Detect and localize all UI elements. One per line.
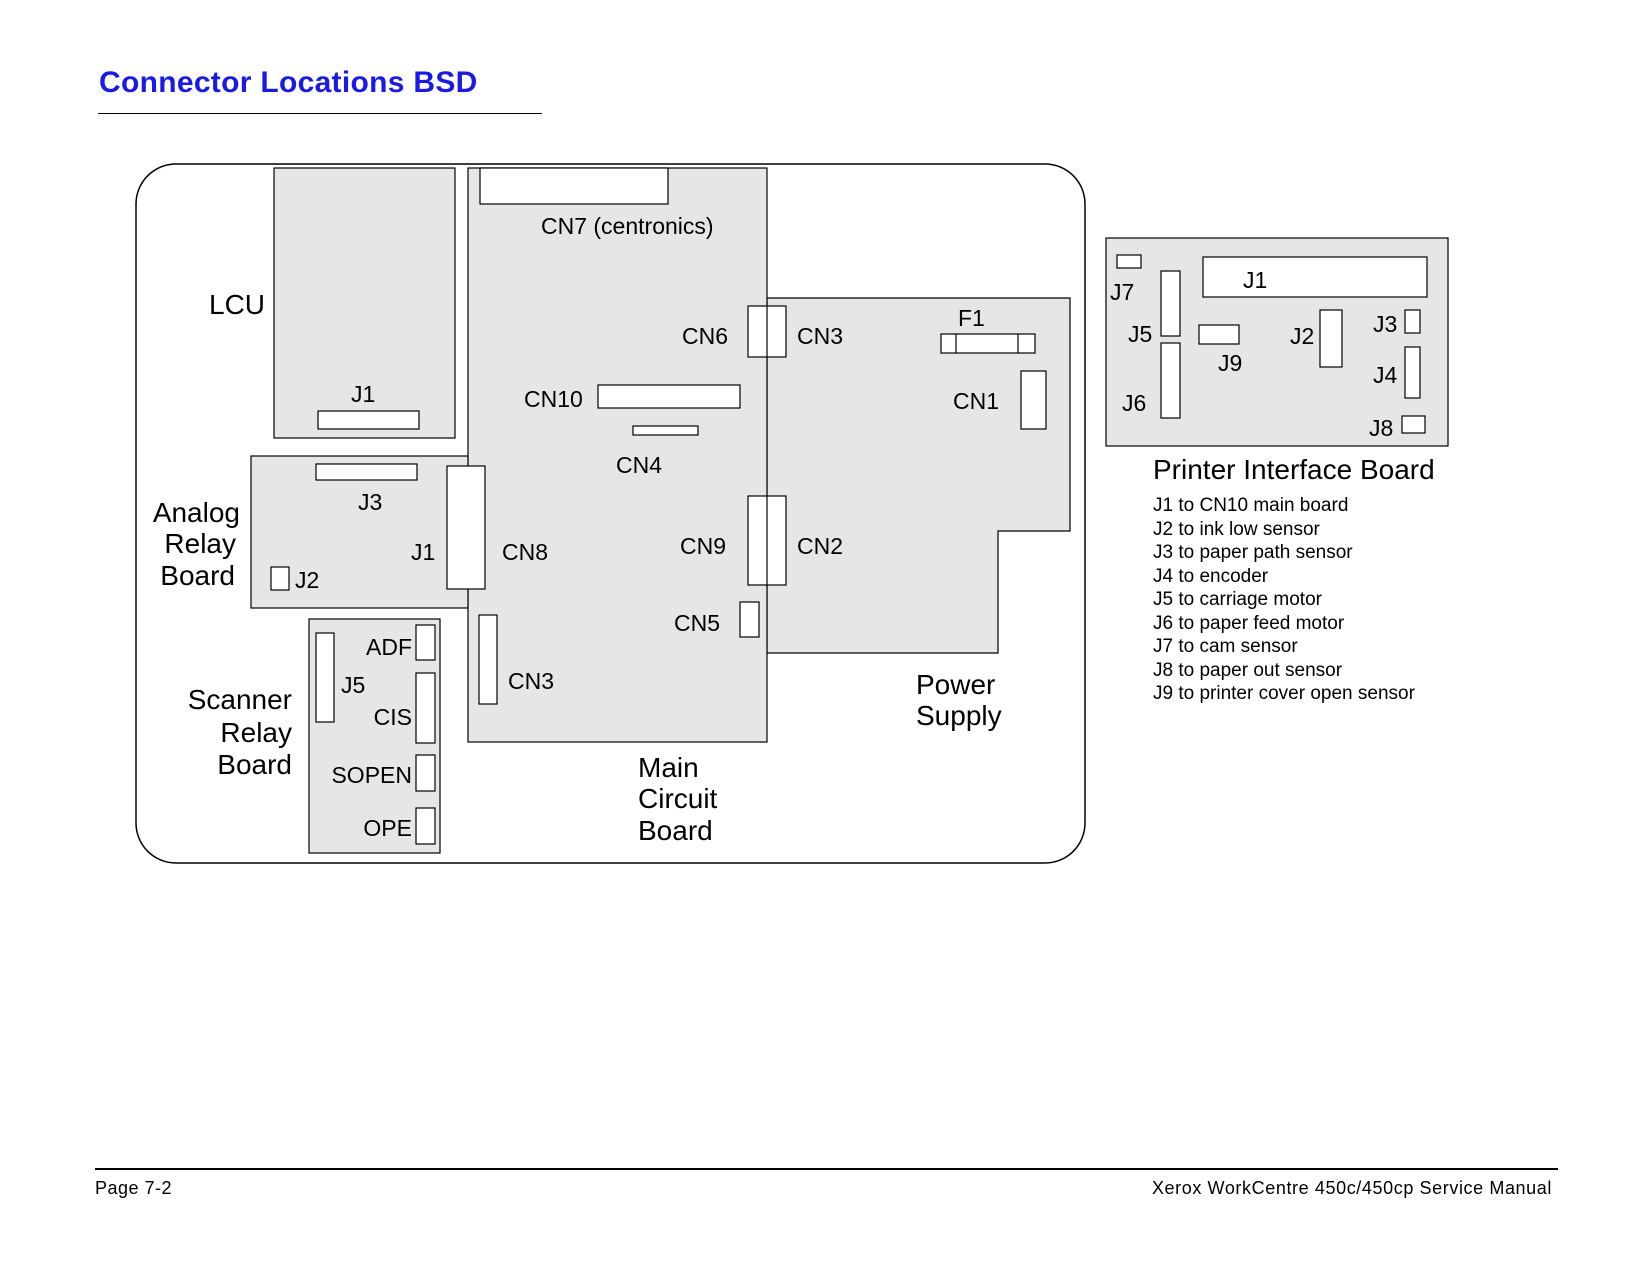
f1-label: F1 [958, 305, 985, 331]
ope-connector [415, 807, 436, 845]
analog-relay-label-line3: Board [160, 560, 235, 591]
cn10-label: CN10 [524, 386, 583, 412]
scanner-relay-label-line3: Board [217, 749, 292, 780]
cn2-label: CN2 [797, 533, 843, 559]
adf-label: ADF [366, 634, 412, 660]
main-circuit-label-line2: Circuit [638, 783, 718, 814]
adf-connector [415, 624, 436, 661]
cn6-label: CN6 [682, 323, 728, 349]
legend-item: J2 to ink low sensor [1153, 518, 1320, 540]
scanner-j5-label: J5 [341, 672, 365, 698]
cn4-label: CN4 [616, 452, 662, 478]
scanner-relay-label-line1: Scanner [188, 684, 292, 715]
pib-j9-label: J9 [1218, 350, 1242, 376]
main-cn3-label: CN3 [508, 668, 554, 694]
sopen-label: SOPEN [331, 762, 412, 788]
legend-item: J6 to paper feed motor [1153, 612, 1345, 634]
ps-cn3-label: CN3 [797, 323, 843, 349]
cn7-label: CN7 (centronics) [541, 213, 714, 239]
manual-title: Xerox WorkCentre 450c/450cp Service Manu… [1151, 1178, 1552, 1198]
legend-item: J5 to carriage motor [1153, 589, 1322, 610]
analog-j1-label: J1 [411, 539, 435, 565]
cn1-connector [1020, 370, 1047, 430]
lcu-j1-label: J1 [351, 381, 375, 407]
pib-j2-label: J2 [1290, 323, 1314, 349]
connector-diagram: LCU J1 CN7 (centronics) CN6 CN10 CN4 CN8… [135, 163, 1449, 864]
analog-j3-connector [315, 463, 418, 481]
lcu-board [273, 167, 456, 439]
cn8-j1-connector [446, 465, 486, 590]
pib-j2-connector [1319, 309, 1343, 368]
legend-item: J8 to paper out sensor [1153, 659, 1343, 681]
main-circuit-label-line3: Board [638, 815, 713, 846]
main-cn3-connector [478, 614, 498, 705]
legend-item: J9 to printer cover open sensor [1153, 683, 1415, 704]
pib-j5-connector [1160, 270, 1181, 337]
cn5-connector [739, 601, 760, 638]
pib-j4-connector [1404, 346, 1421, 399]
scanner-j5-connector [315, 632, 335, 723]
analog-j2-label: J2 [295, 567, 319, 593]
cn7-connector [479, 167, 669, 205]
main-circuit-board [467, 167, 768, 743]
legend-item: J7 to cam sensor [1153, 636, 1298, 657]
title-underline [98, 113, 542, 114]
analog-relay-label-line1: Analog [153, 497, 240, 528]
sopen-connector [415, 754, 436, 792]
f1-fuse-holder [940, 333, 1036, 354]
cn1-label: CN1 [953, 388, 999, 414]
legend-item: J1 to CN10 main board [1153, 495, 1349, 516]
legend-item: J4 to encoder [1153, 565, 1269, 587]
scanner-relay-label-line2: Relay [220, 717, 292, 748]
pib-j6-connector [1160, 342, 1181, 419]
analog-relay-label-line2: Relay [164, 528, 236, 559]
printer-interface-board-label: Printer Interface Board [1153, 454, 1435, 485]
page-number: Page 7-2 [95, 1178, 173, 1198]
connector-legend: J1 to CN10 main board J2 to ink low sens… [1153, 494, 1415, 706]
cn9-label: CN9 [680, 533, 726, 559]
pib-j1-connector [1202, 256, 1428, 298]
power-supply-label-line2: Supply [916, 700, 1002, 731]
pib-j9-connector [1198, 324, 1240, 345]
analog-j3-label: J3 [358, 489, 382, 515]
cn8-label: CN8 [502, 539, 548, 565]
analog-j2-connector [270, 566, 290, 591]
cis-connector [415, 672, 436, 744]
lcu-label: LCU [209, 289, 265, 320]
pib-j4-label: J4 [1373, 362, 1398, 388]
cn5-label: CN5 [674, 610, 720, 636]
page-title: Connector Locations BSD [99, 66, 478, 99]
power-supply-label-line1: Power [916, 669, 995, 700]
pib-j7-label: J7 [1110, 279, 1134, 305]
pib-j8-connector [1401, 415, 1426, 434]
pib-j8-label: J8 [1369, 415, 1393, 441]
lcu-j1-connector [317, 410, 420, 430]
pib-j7-connector [1116, 254, 1142, 269]
cis-label: CIS [374, 704, 412, 730]
pib-j1-label: J1 [1243, 267, 1267, 293]
pib-j6-label: J6 [1122, 390, 1146, 416]
cn10-connector [597, 384, 741, 409]
legend-item: J3 to paper path sensor [1153, 542, 1353, 563]
pib-j5-label: J5 [1128, 321, 1152, 347]
cn4-connector [632, 425, 699, 436]
ope-label: OPE [363, 815, 412, 841]
footer-rule [95, 1168, 1558, 1170]
pib-j3-connector [1404, 309, 1421, 334]
main-circuit-label-line1: Main [638, 752, 699, 783]
pib-j3-label: J3 [1373, 311, 1397, 337]
